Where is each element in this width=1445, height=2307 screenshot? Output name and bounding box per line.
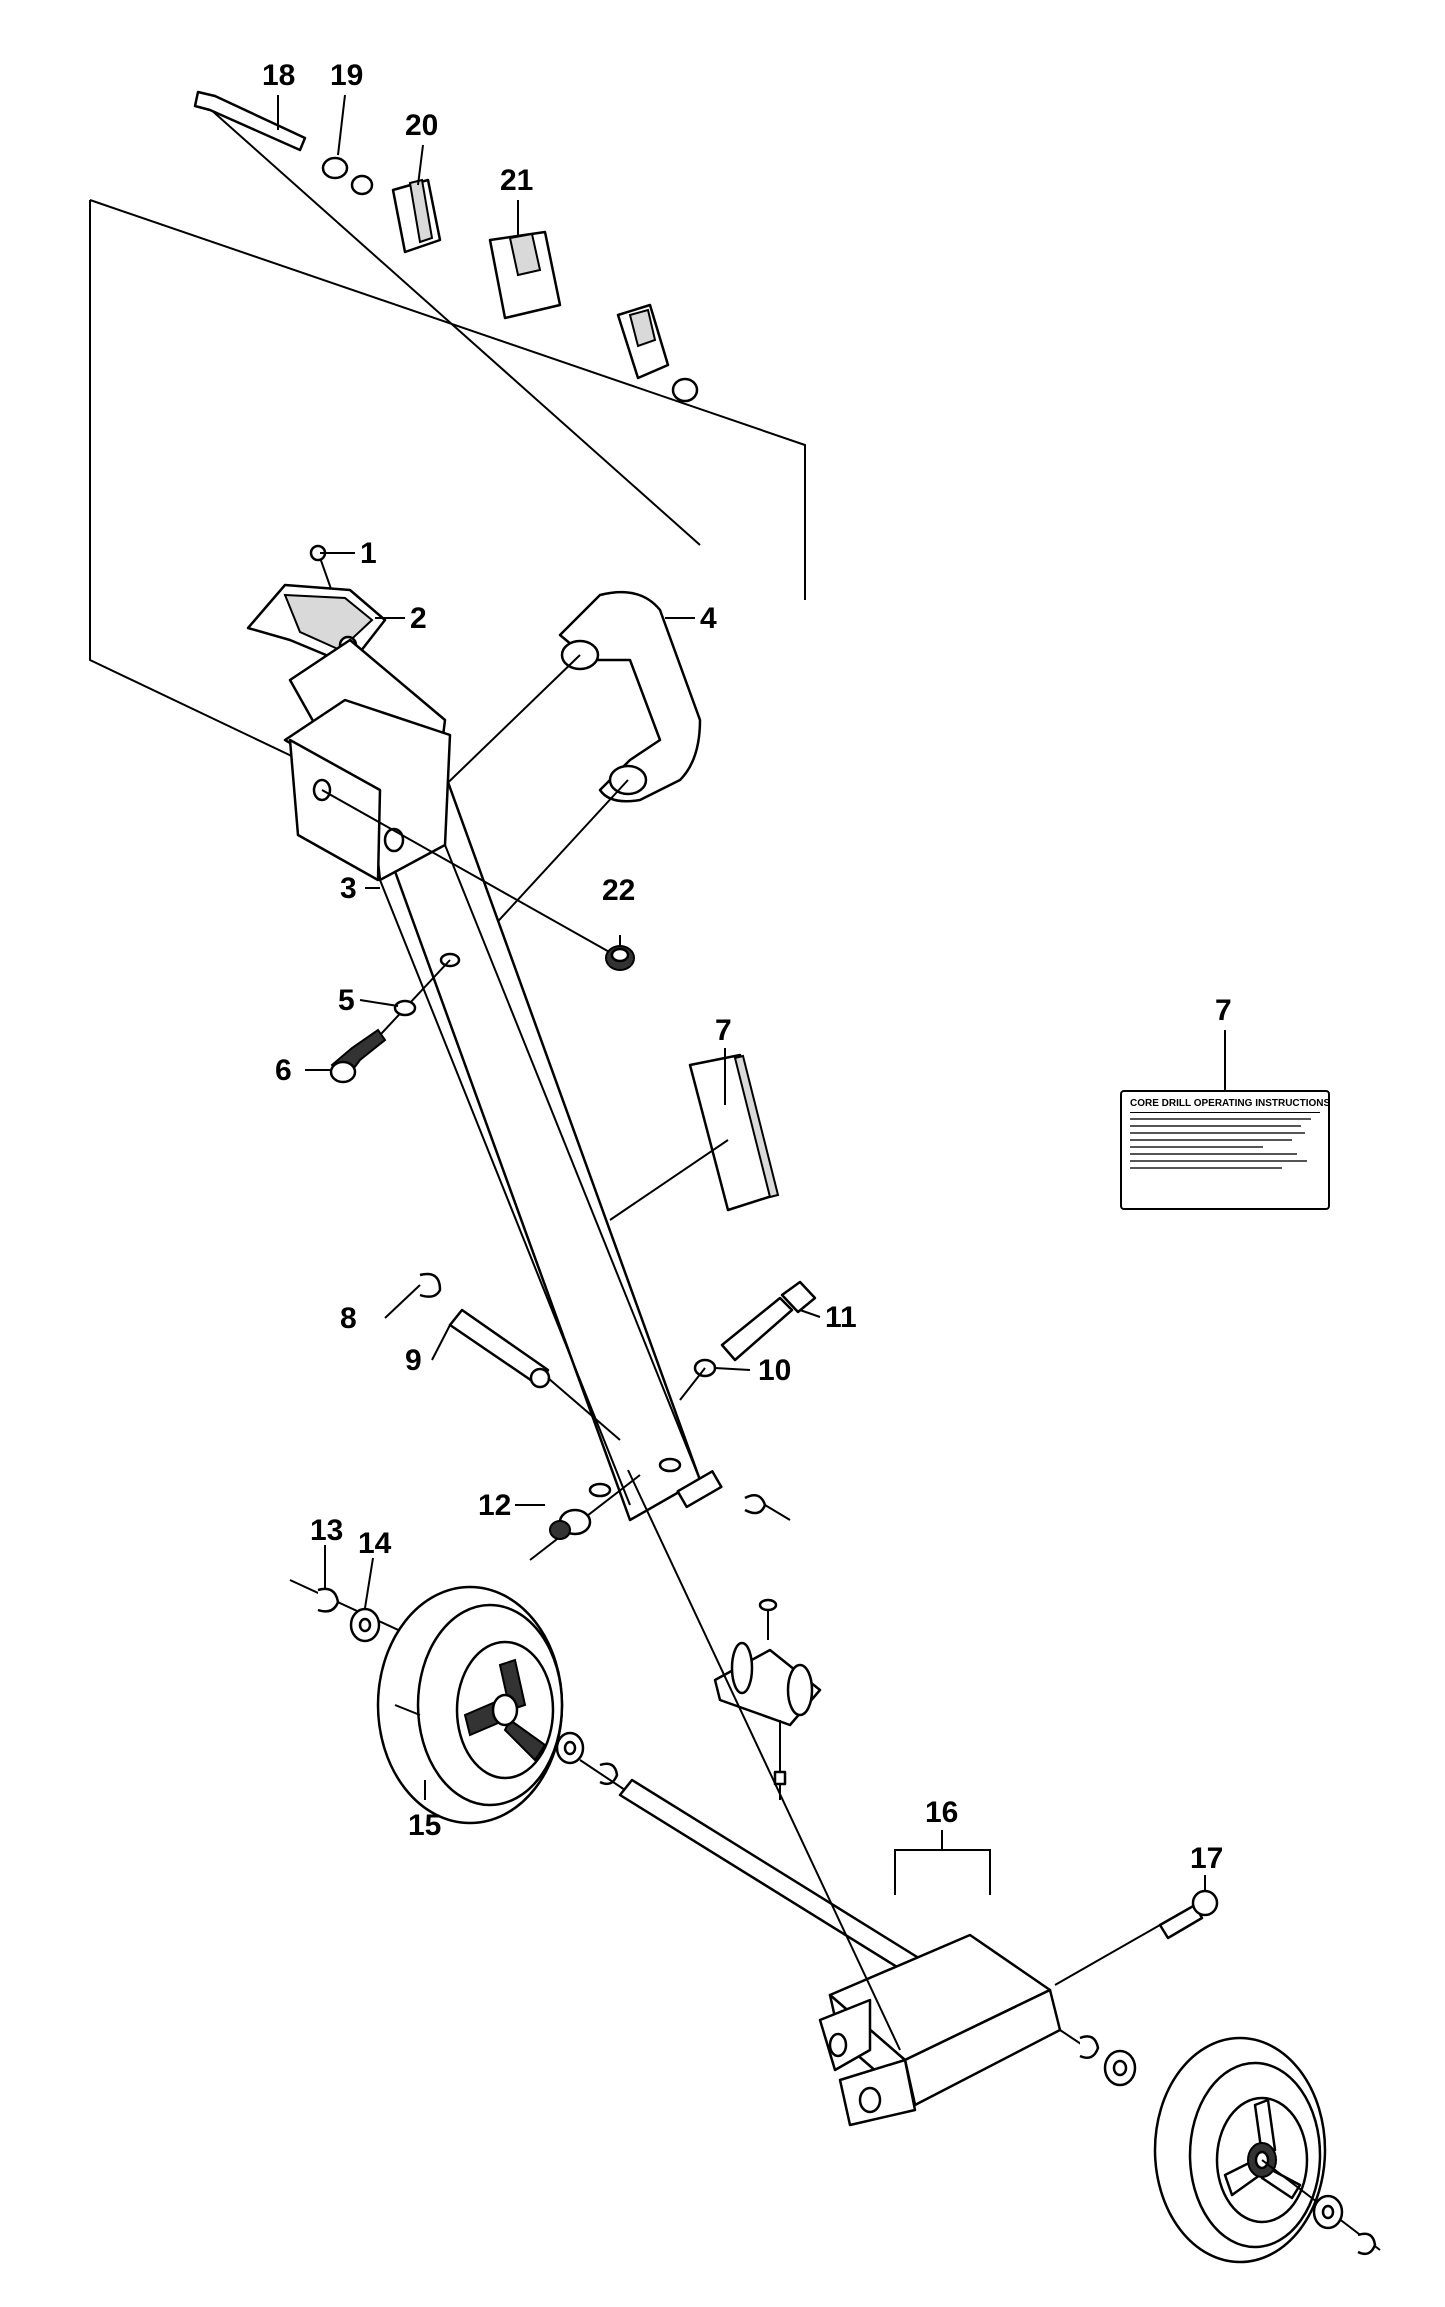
tube-3 <box>283 638 723 1522</box>
label-8: 8 <box>340 1302 357 1335</box>
label-10: 10 <box>758 1354 791 1387</box>
label-16: 16 <box>925 1796 958 1829</box>
decal-title: CORE DRILL OPERATING INSTRUCTIONS <box>1130 1098 1328 1113</box>
bolt-18 <box>193 90 307 152</box>
screw-17 <box>1158 1889 1219 1940</box>
hinge-bracket <box>713 1598 822 1800</box>
fastener-5-6 <box>329 959 451 1084</box>
label-4: 4 <box>700 602 717 635</box>
label-20: 20 <box>405 109 438 142</box>
right-wheel-assembly <box>1059 2029 1381 2264</box>
bolt-11 <box>720 1296 794 1362</box>
decal-text-line <box>1130 1160 1307 1162</box>
leader-lines <box>305 552 1206 1890</box>
nut-22 <box>605 945 635 971</box>
top-hardware-group <box>193 90 701 546</box>
spacer-12 <box>529 1474 641 1561</box>
label-12: 12 <box>478 1489 511 1522</box>
label-6: 6 <box>275 1054 292 1087</box>
assembly-frame <box>89 199 806 761</box>
axle <box>579 1759 935 1984</box>
label-5: 5 <box>338 984 355 1017</box>
label-22: 22 <box>602 874 635 907</box>
label-15: 15 <box>408 1809 441 1842</box>
top-label-leaders <box>277 94 519 235</box>
label-3: 3 <box>340 872 357 905</box>
label-13: 13 <box>310 1514 343 1547</box>
label-9: 9 <box>405 1344 422 1377</box>
decal-text-line <box>1130 1146 1263 1148</box>
decal-7-on-tube <box>609 1053 780 1221</box>
wheel-15 <box>376 1585 564 1825</box>
pin-group <box>419 1272 621 1441</box>
label-11: 11 <box>825 1301 857 1334</box>
pin-9 <box>448 1308 550 1387</box>
part-labels: 1 2 3 4 5 6 7 7 8 9 10 11 12 13 14 15 16… <box>262 59 1232 1875</box>
circlip-13 <box>317 1587 340 1613</box>
circlip-8 <box>419 1272 442 1298</box>
label-14: 14 <box>358 1527 392 1560</box>
decal-text-line <box>1130 1125 1301 1127</box>
washer-19 <box>321 156 349 180</box>
washer-5 <box>393 999 417 1017</box>
label-7-detail: 7 <box>1215 994 1232 1027</box>
label-1: 1 <box>360 537 377 570</box>
label-18: 18 <box>262 59 295 92</box>
axle-fasteners <box>555 1731 619 1786</box>
fastener-10-11 <box>679 1280 817 1521</box>
decal-text-line <box>1130 1153 1298 1155</box>
label-17: 17 <box>1190 1842 1223 1875</box>
decal-7-detail: CORE DRILL OPERATING INSTRUCTIONS <box>1120 1090 1330 1210</box>
decal-text-line <box>1130 1167 1282 1169</box>
label-2: 2 <box>410 602 427 635</box>
label-21: 21 <box>500 164 533 197</box>
frame-16 <box>627 1469 1161 2127</box>
handle-4 <box>429 590 702 931</box>
decal-text-line <box>1130 1139 1292 1141</box>
label-19: 19 <box>330 59 363 92</box>
decal-text-line <box>1130 1118 1311 1120</box>
decal-text-line <box>1130 1132 1305 1134</box>
label-7-on-tube: 7 <box>715 1014 732 1047</box>
fastener-13-14 <box>289 1579 421 1643</box>
